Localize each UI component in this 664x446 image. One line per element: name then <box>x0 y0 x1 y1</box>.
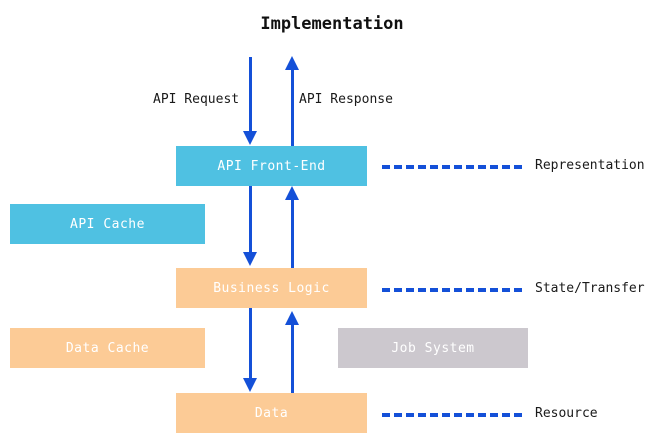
api-request-label: API Request <box>153 92 240 107</box>
api-request-arrow-shaft <box>249 57 252 133</box>
resource-dashed-line <box>382 413 522 417</box>
layer-label-resource: Resource <box>535 406 598 421</box>
layer-label-representation: Representation <box>535 158 645 173</box>
box-api-cache[interactable]: API Cache <box>10 204 205 244</box>
box-data-label: Data <box>254 405 289 421</box>
api-response-label: API Response <box>299 92 393 107</box>
business-to-front-end-arrow-head <box>285 186 299 200</box>
box-job-system-label: Job System <box>391 340 475 356</box>
box-data[interactable]: Data <box>176 393 367 433</box>
layer-label-state-transfer: State/Transfer <box>535 281 645 296</box>
data-to-business-arrow-head <box>285 311 299 325</box>
api-response-arrow-shaft <box>291 70 294 146</box>
box-api-cache-label: API Cache <box>70 216 145 232</box>
front-end-to-business-arrow-head <box>243 252 257 266</box>
business-to-data-arrow-shaft <box>249 308 252 380</box>
box-data-cache-label: Data Cache <box>65 340 150 356</box>
api-response-arrow-head <box>285 56 299 70</box>
front-end-to-business-arrow-shaft <box>249 186 252 254</box>
representation-dashed-line <box>382 165 522 169</box>
box-api-front-end[interactable]: API Front-End <box>176 146 367 186</box>
box-business-logic[interactable]: Business Logic <box>176 268 367 308</box>
page-title: Implementation <box>260 14 404 34</box>
api-request-arrow-head <box>243 131 257 145</box>
box-job-system[interactable]: Job System <box>338 328 528 368</box>
box-api-front-end-label: API Front-End <box>217 158 326 174</box>
box-data-cache[interactable]: Data Cache <box>10 328 205 368</box>
box-business-logic-label: Business Logic <box>213 280 330 296</box>
business-to-data-arrow-head <box>243 378 257 392</box>
data-to-business-arrow-shaft <box>291 325 294 393</box>
state-transfer-dashed-line <box>382 288 522 292</box>
business-to-front-end-arrow-shaft <box>291 200 294 268</box>
